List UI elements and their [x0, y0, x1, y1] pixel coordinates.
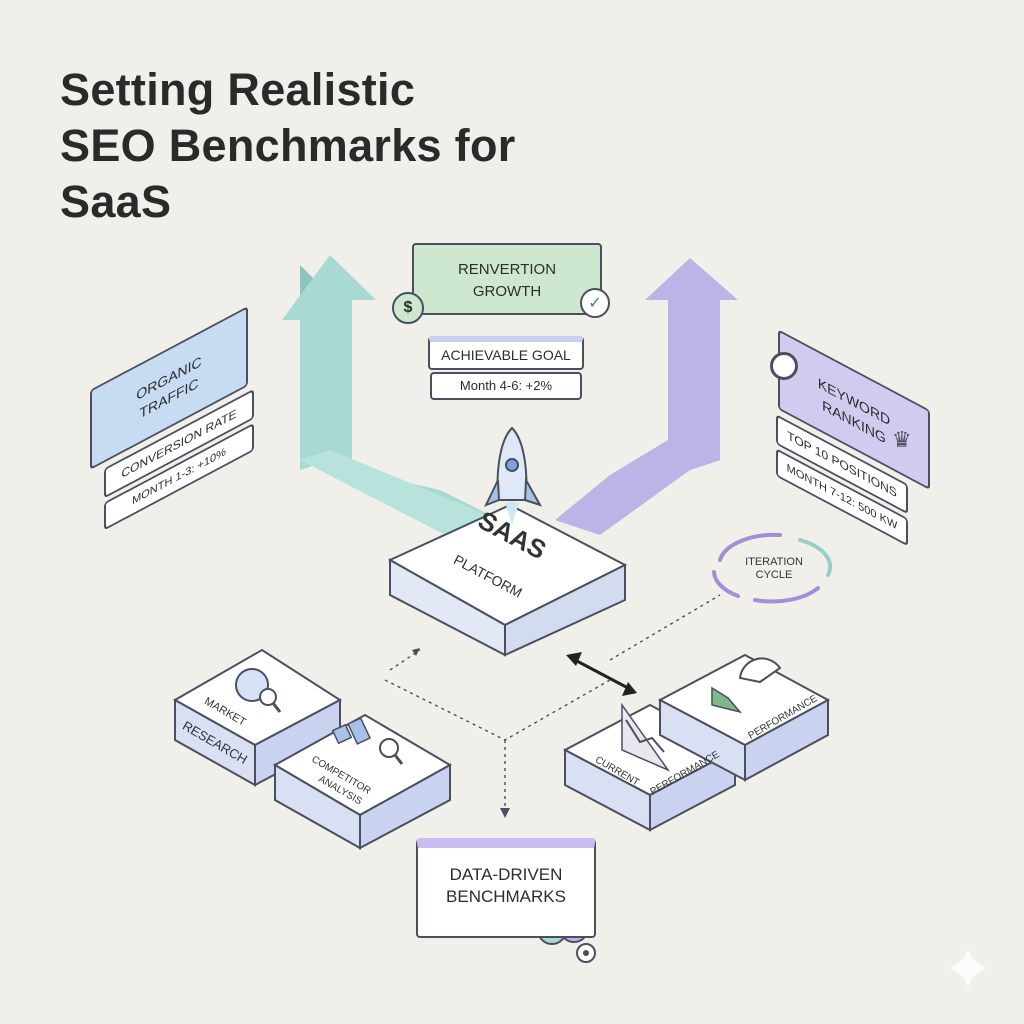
saas-platform-block [387, 503, 628, 657]
market-research-block [172, 648, 342, 787]
dollar-growth-icon: $ [392, 292, 424, 324]
growth-card-header-label: Renvertion Growth [457, 261, 557, 300]
page-title: Setting Realistic SEO Benchmarks for Saa… [60, 62, 620, 230]
purple-growth-arrow [555, 258, 738, 535]
crown-icon: ♛ [892, 428, 912, 453]
checkmark-icon: ✓ [580, 288, 610, 318]
title-line-3: SaaS [60, 176, 172, 227]
title-line-2: SEO Benchmarks for [60, 120, 516, 171]
teal-growth-arrow [282, 255, 500, 540]
data-driven-benchmarks-card: Data-Driven Benchmarks [416, 838, 596, 938]
growth-goal-label: Achievable Goal [441, 347, 571, 363]
growth-card-header: Renvertion Growth [412, 243, 602, 315]
magnifier-icon [770, 352, 798, 380]
growth-goal-row: Achievable Goal [428, 336, 584, 370]
sparkle-icon [948, 948, 988, 988]
title-line-1: Setting Realistic [60, 64, 416, 115]
rocket-icon [484, 426, 543, 525]
growth-metric-label: Month 4-6: +2% [459, 378, 553, 393]
growth-metric-row: Month 4-6: +2% [430, 372, 582, 400]
output-line-1: Data-Driven [449, 865, 563, 884]
iteration-cycle-label: Iteration Cycle [726, 556, 822, 582]
cycle-arrows-icon [712, 532, 833, 604]
output-line-2: Benchmarks [446, 887, 566, 906]
competitor-analysis-block [272, 713, 453, 850]
double-arrow-icon [566, 652, 637, 696]
iteration-cycle-text: Iteration Cycle [745, 556, 803, 581]
performance-block [657, 653, 831, 782]
